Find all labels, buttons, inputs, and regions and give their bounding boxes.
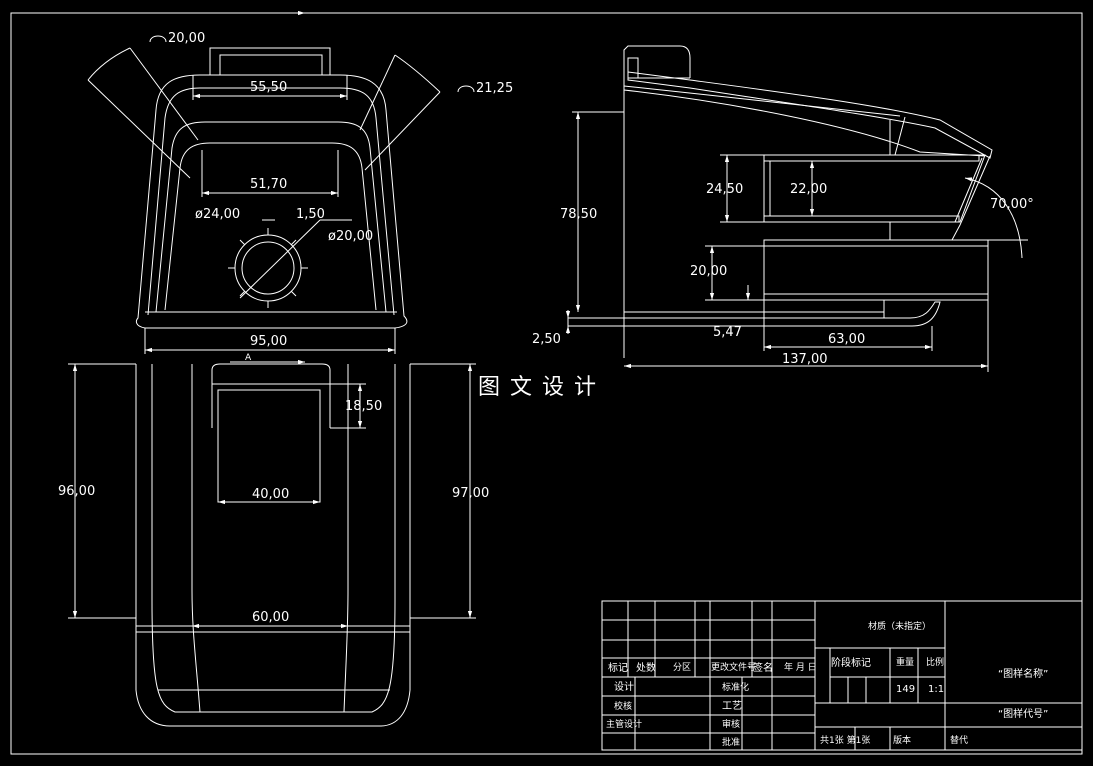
section-window (211, 363, 331, 428)
tb-scale-label: 比例 (926, 656, 944, 668)
section-body-outer (135, 364, 411, 727)
dim-hole-diameter: ø24,00 (195, 207, 240, 222)
tb-date: 年 月 日 (784, 661, 817, 673)
dim-top-width: 55,50 (250, 80, 287, 95)
dim-upper-inner: 22,00 (790, 182, 827, 197)
section-label: A (245, 353, 252, 363)
dim-arc-right: 21,25 (476, 81, 513, 96)
side-view: 78,50 24,50 22,00 20,00 70,00° 2,50 5,47… (532, 45, 1034, 372)
dim-tab: 1,50 (296, 207, 325, 222)
tb-design: 设计 (614, 680, 634, 693)
tb-mark: 标记 (608, 662, 628, 674)
tb-chief: 主管设计 (606, 718, 642, 730)
tb-drawing-name: “图样名称” (998, 667, 1048, 680)
watermark: 图文设计 (478, 375, 606, 400)
tb-sign: 签名 (753, 661, 773, 674)
dim-lower-length: 63,00 (828, 332, 865, 347)
tb-approve: 批准 (722, 736, 740, 748)
dim-inner-width: 51,70 (250, 177, 287, 192)
dim-upper-outer: 24,50 (706, 182, 743, 197)
dim-arc-left: 20,00 (168, 31, 205, 46)
tb-change-doc: 更改文件号 (711, 661, 756, 673)
tb-material: 材质（未指定） (868, 620, 931, 632)
front-view: 20,00 21,25 55,50 51,70 ø24,00 1,50 ø20,… (87, 31, 513, 354)
tb-process: 工艺 (722, 700, 742, 712)
dim-window-width: 40,00 (252, 487, 289, 502)
side-top-shell (627, 71, 993, 159)
dim-right-height: 97,00 (452, 486, 489, 501)
dim-left-height: 96,00 (58, 484, 95, 499)
tb-replace: 替代 (950, 734, 968, 746)
sheet-border (10, 12, 1083, 755)
dim-window-height: 18,50 (345, 399, 382, 414)
side-base-plate (567, 301, 941, 327)
dim-angle: 70,00° (990, 197, 1034, 212)
dim-total-length: 137,00 (782, 352, 828, 367)
dim-base-width: 95,00 (250, 334, 287, 349)
title-block: 标记 处数 分区 更改文件号 签名 年 月 日 设计 标准化 校核 工艺 主管设… (601, 600, 1083, 751)
section-view: A 96,00 97,00 18,50 40,00 60,00 (58, 353, 489, 727)
dim-inner-diameter: ø20,00 (328, 229, 373, 244)
tb-scale-value: 1:1 (928, 684, 944, 695)
tb-standard: 标准化 (722, 681, 749, 693)
dim-height-total: 78,50 (560, 207, 597, 222)
tb-weight-value: 149 (896, 684, 915, 695)
tb-sheets: 共1张 第1张 (820, 734, 870, 746)
tb-stage-mark: 阶段标记 (831, 656, 871, 669)
tb-weight-label: 重量 (896, 656, 914, 668)
dim-bottom-width: 60,00 (252, 610, 289, 625)
tb-check: 校核 (614, 700, 632, 712)
front-handle (209, 47, 331, 75)
tb-review: 审核 (722, 718, 740, 730)
tb-drawing-code: “图样代号” (998, 707, 1048, 720)
tb-count: 处数 (636, 661, 656, 674)
dim-lower: 20,00 (690, 264, 727, 279)
tb-version: 版本 (893, 734, 911, 746)
dim-base-offset: 5,47 (713, 325, 742, 340)
dim-base-thickness: 2,50 (532, 332, 561, 347)
tb-zone: 分区 (673, 662, 691, 673)
front-body-outer (135, 74, 408, 329)
